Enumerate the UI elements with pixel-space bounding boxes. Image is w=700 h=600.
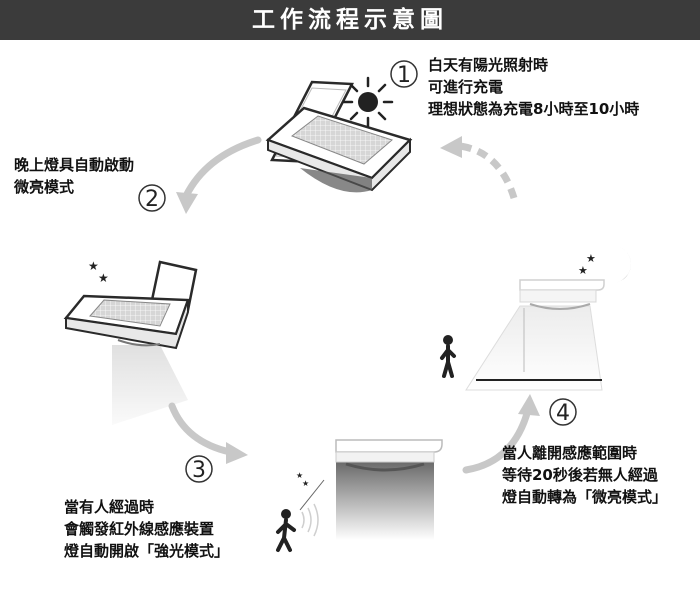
- beam-pale: [465, 305, 603, 391]
- lamp-daytime: [265, 80, 413, 193]
- person-icon-walking: [276, 509, 296, 552]
- svg-text:★: ★: [302, 479, 309, 488]
- svg-text:4: 4: [556, 401, 570, 426]
- step-2-line: 晚上燈具自動啟動: [14, 156, 135, 174]
- step-badge-2: 2: [138, 184, 166, 212]
- svg-text:1: 1: [397, 63, 411, 88]
- step-1-description: 白天有陽光照射時 可進行充電 理想狀態為充電8小時至10小時: [428, 54, 639, 120]
- svg-text:★: ★: [296, 471, 303, 480]
- svg-text:3: 3: [192, 458, 206, 483]
- step-2-description: 晚上燈具自動啟動 微亮模式: [14, 154, 134, 198]
- step-4-line: 當人離開感應範圍時: [502, 444, 638, 462]
- svg-text:★: ★: [586, 252, 596, 265]
- step-3-description: 當有人經過時 會觸發紅外線感應裝置 燈自動開啟「強光模式」: [64, 496, 229, 562]
- lamp-strong: [335, 439, 443, 472]
- svg-text:★: ★: [88, 259, 99, 273]
- lamp-night-pale: [519, 279, 605, 310]
- sensor-waves: [299, 479, 325, 537]
- moon-star-icon-right: ★ ★: [578, 246, 631, 283]
- step-4-line: 燈自動轉為「微亮模式」: [502, 488, 668, 506]
- arrow-3-to-4: [462, 394, 540, 474]
- step-1-line: 白天有陽光照射時: [428, 56, 549, 74]
- arrow-4-to-1-dashed: [440, 136, 518, 200]
- person-icon-standing: [440, 335, 456, 378]
- step-4-line: 等待20秒後若無人經過: [502, 466, 658, 484]
- step-3-line: 當有人經過時: [64, 498, 155, 516]
- svg-text:★: ★: [578, 264, 588, 277]
- page-title: 工作流程示意圖: [0, 0, 700, 40]
- step-1-line: 可進行充電: [428, 78, 504, 96]
- step-3-line: 燈自動開啟「強光模式」: [64, 542, 230, 560]
- arrow-2-to-3: [168, 402, 248, 464]
- step-badge-1: 1: [390, 60, 418, 88]
- step-4-description: 當人離開感應範圍時 等待20秒後若無人經過 燈自動轉為「微亮模式」: [502, 442, 667, 508]
- moon-star-icon-left: ★ ★: [59, 252, 109, 292]
- svg-text:2: 2: [145, 187, 159, 212]
- step-badge-4: 4: [549, 398, 577, 426]
- moon-star-icon-bottom: ★ ★: [281, 468, 309, 489]
- beam-strong: [336, 462, 434, 540]
- step-3-line: 會觸發紅外線感應裝置: [64, 520, 215, 538]
- step-1-line: 理想狀態為充電8小時至10小時: [428, 100, 640, 118]
- arrow-1-to-2: [176, 136, 262, 214]
- sun-icon: [342, 76, 394, 128]
- lamp-night-dim: [63, 260, 198, 350]
- step-badge-3: 3: [185, 455, 213, 483]
- step-2-line: 微亮模式: [14, 178, 75, 196]
- svg-text:★: ★: [98, 271, 109, 285]
